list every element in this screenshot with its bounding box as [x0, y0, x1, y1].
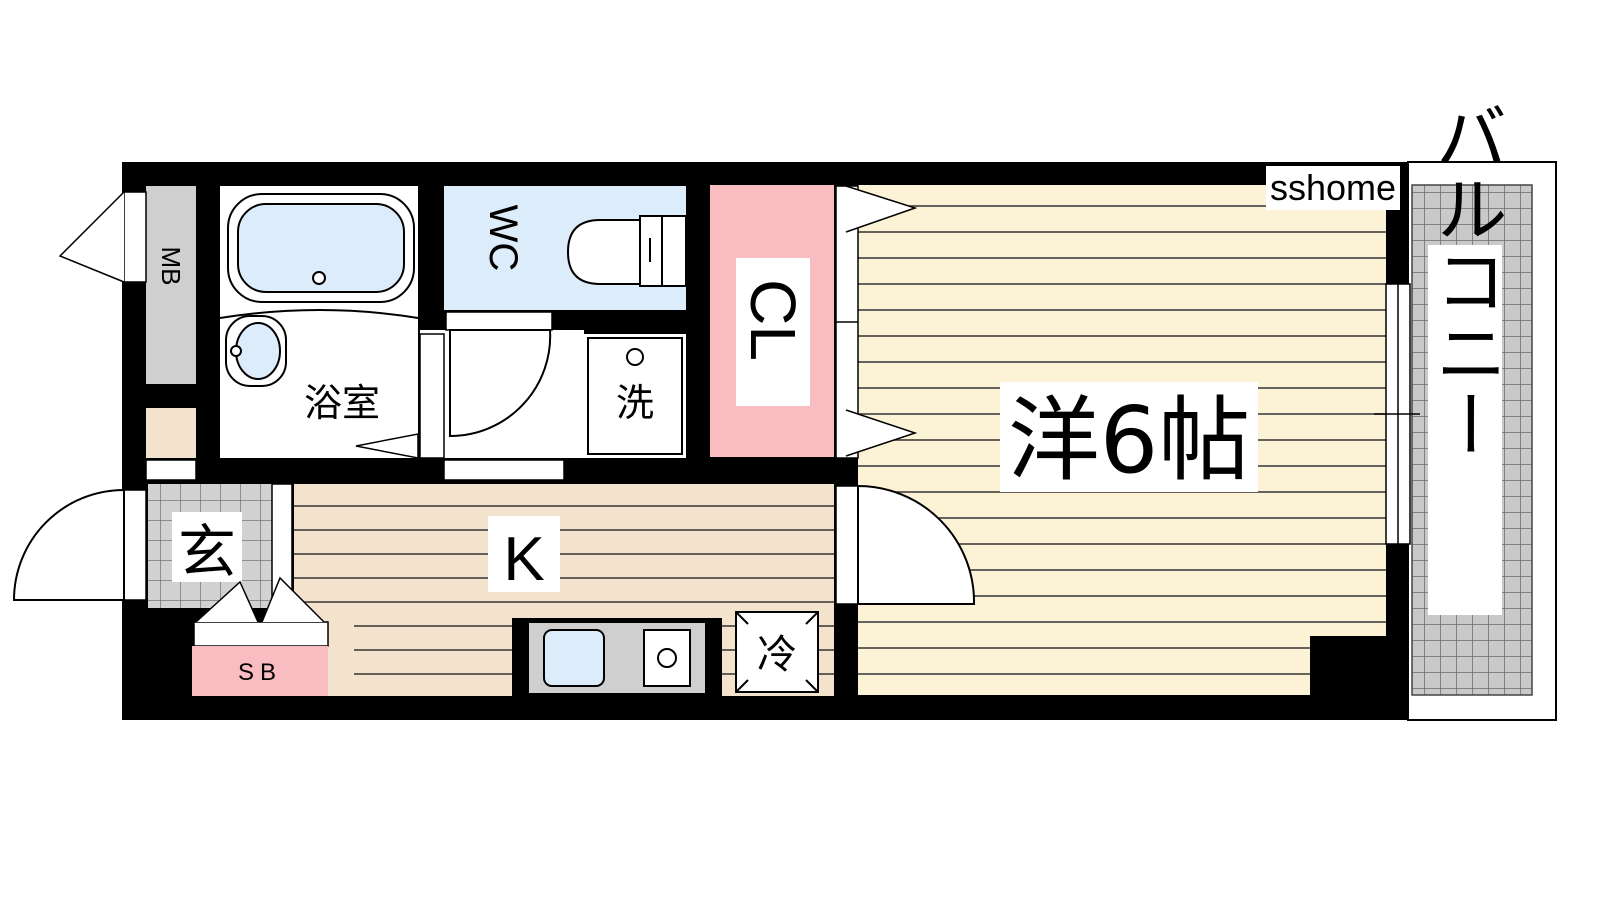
watermark-bg [1266, 166, 1400, 210]
entrance-label-bg [172, 512, 242, 582]
shoe-box-frame [193, 621, 329, 647]
washer-drain-icon [626, 348, 644, 366]
shoe-box-label: SB [238, 659, 282, 686]
toilet-label: WC [481, 205, 525, 272]
meter-box-label: MB [156, 247, 186, 286]
toilet-door-frame [445, 311, 553, 331]
closet-label: CL [737, 279, 809, 361]
kitchen-sink [543, 629, 605, 687]
bath-divider [219, 309, 419, 319]
washroom-threshold [443, 459, 565, 481]
watermark: sshome [1270, 167, 1396, 208]
bathtub-drain [312, 271, 326, 285]
bath-door [355, 433, 419, 459]
meter-box-door-swing [58, 191, 125, 283]
kitchen-label-bg [488, 516, 560, 592]
closet-door-swing-bottom [845, 409, 918, 457]
shoe-box [192, 646, 328, 696]
front-door-swing [12, 488, 125, 601]
kitchen-label: K [503, 525, 544, 594]
washroom-wall-piece [419, 333, 445, 459]
column [1310, 636, 1390, 698]
washer-label: 洗 [616, 381, 654, 425]
shoe-box-door-right [261, 576, 325, 623]
toilet-fixture [566, 215, 687, 287]
balcony-label: バルコニー [1423, 100, 1507, 460]
small-storage [146, 408, 196, 458]
washbasin-bowl [235, 322, 281, 380]
bathroom-label: 浴室 [304, 381, 380, 425]
closet-door-swing-top [845, 185, 918, 233]
closet-label-bg [736, 258, 810, 406]
shoe-box-door-left [195, 580, 259, 623]
bathtub-basin [237, 203, 405, 293]
meter-box-door [123, 191, 147, 283]
balcony-label-bg [1428, 245, 1502, 615]
stove [643, 629, 691, 687]
fridge-label: 冷 [757, 632, 797, 678]
stove-burner-icon [657, 648, 677, 668]
front-door-frame [123, 489, 147, 601]
fridge [735, 611, 819, 693]
meter-box [146, 186, 196, 384]
entrance-label: 玄 [178, 518, 236, 586]
western-room-label-bg [1000, 382, 1258, 492]
western-room-label: 洋6帖 [1008, 387, 1251, 494]
western-room-door-swing [857, 484, 976, 605]
small-storage-edge [145, 459, 197, 481]
toilet-door-swing [449, 329, 552, 438]
western-room-door-frame [835, 485, 859, 605]
